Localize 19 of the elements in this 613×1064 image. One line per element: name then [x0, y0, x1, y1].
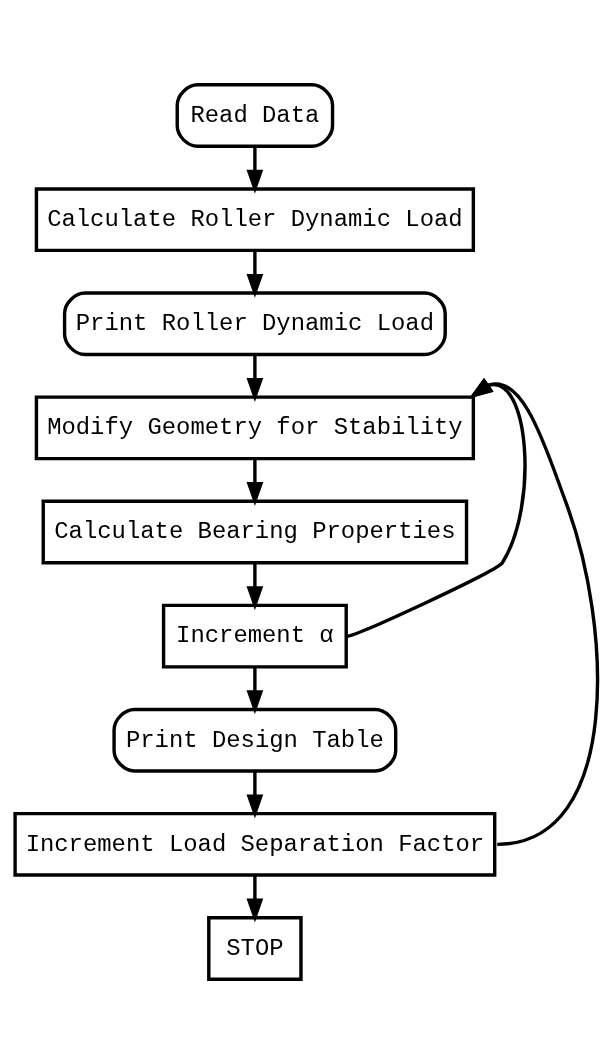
arrow: [246, 146, 264, 194]
node-box: Calculate Bearing Properties: [41, 499, 469, 565]
arrow: [246, 458, 264, 507]
arrow: [246, 354, 264, 402]
node-box: Read Data: [175, 83, 335, 148]
node-box: Modify Geometry for Stability: [34, 395, 476, 461]
node-box: Calculate Roller Dynamic Load: [34, 187, 476, 253]
node-box: Print Design Table: [112, 707, 398, 773]
node-box: Increment Load Separation Factor: [13, 811, 497, 877]
arrow: [469, 377, 600, 847]
node-box: STOP: [207, 916, 303, 981]
arrow: [246, 250, 264, 298]
arrow: [246, 562, 264, 611]
node-box: Increment α: [161, 603, 348, 669]
arrow: [246, 771, 264, 819]
arrow: [246, 875, 264, 923]
arrow: [246, 666, 264, 715]
arrow: [346, 377, 527, 638]
node-box: Print Roller Dynamic Load: [62, 291, 447, 357]
